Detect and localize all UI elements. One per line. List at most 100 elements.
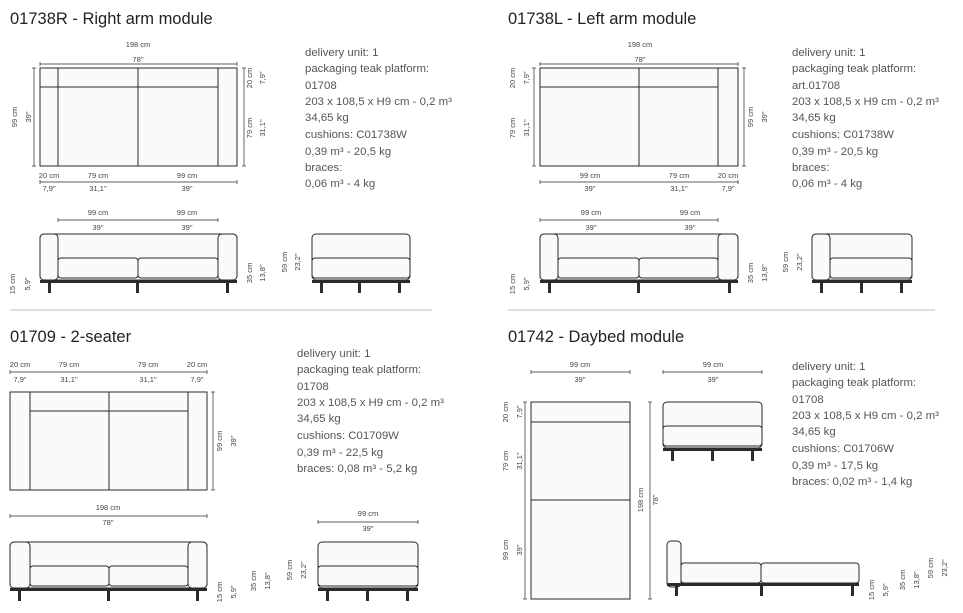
spec-line: braces: bbox=[305, 162, 342, 174]
dim-label: 13,8" bbox=[912, 571, 921, 589]
spec-line: 0,39 m³ - 20,5 kg bbox=[305, 146, 391, 158]
dim-label: 23,2" bbox=[940, 559, 949, 577]
dim-label: 198 cm bbox=[636, 488, 645, 513]
spec-line: 0,39 m³ - 22,5 kg bbox=[297, 447, 383, 459]
front-elevation bbox=[539, 233, 739, 293]
dim-label: 31,1" bbox=[258, 119, 267, 137]
dim-label: 7,9" bbox=[515, 405, 524, 418]
dim-label: 39" bbox=[24, 111, 33, 122]
dim-label: 59 cm bbox=[926, 558, 935, 578]
spec-line: 203 x 108,5 x H9 cm - 0,2 m³ bbox=[792, 96, 939, 108]
dim-label: 99 cm bbox=[703, 360, 723, 369]
dim-label: 99 cm bbox=[501, 540, 510, 560]
dim-label: 20 cm bbox=[718, 171, 738, 180]
spec-line: 0,06 m³ - 4 kg bbox=[305, 178, 375, 190]
dim-label: 99 cm bbox=[580, 171, 600, 180]
module-title: 01709 - 2-seater bbox=[10, 328, 132, 346]
dim-label: 39" bbox=[707, 375, 718, 384]
dim-label: 20 cm bbox=[39, 171, 59, 180]
dim-label: 23,2" bbox=[795, 253, 804, 271]
spec-line: 01708 bbox=[305, 80, 337, 92]
spec-line: 34,65 kg bbox=[305, 112, 349, 124]
dim-label: 198 cm bbox=[126, 40, 151, 49]
dim-label: 78" bbox=[651, 494, 660, 505]
dim-label: 5,9" bbox=[23, 277, 32, 290]
dim-label: 198 cm bbox=[628, 40, 653, 49]
dim-label: 99 cm bbox=[358, 509, 378, 518]
dim-label: 99 cm bbox=[570, 360, 590, 369]
spec-line: 01708 bbox=[792, 394, 824, 406]
spec-line: 0,39 m³ - 17,5 kg bbox=[792, 460, 878, 472]
dim-label: 99 cm bbox=[215, 431, 224, 451]
spec-line: braces: 0,02 m³ - 1,4 kg bbox=[792, 476, 912, 488]
dim-label: 5,9" bbox=[229, 585, 238, 598]
dim-label: 59 cm bbox=[781, 252, 790, 272]
dim-label: 31,1" bbox=[139, 375, 157, 384]
dim-label: 39" bbox=[684, 223, 695, 232]
dim-label: 39" bbox=[584, 184, 595, 193]
spec-line: 01708 bbox=[297, 381, 329, 393]
dim-label: 99 cm bbox=[680, 208, 700, 217]
dim-label: 99 cm bbox=[88, 208, 108, 217]
module-title: 01738L - Left arm module bbox=[508, 10, 696, 28]
dim-label: 15 cm bbox=[215, 582, 224, 602]
dim-label: 35 cm bbox=[746, 263, 755, 283]
spec-line: packaging teak platform: bbox=[792, 63, 916, 75]
spec-line: 34,65 kg bbox=[792, 426, 836, 438]
spec-line: packaging teak platform: bbox=[297, 364, 421, 376]
spec-line: delivery unit: 1 bbox=[792, 47, 865, 59]
module-title: 01738R - Right arm module bbox=[10, 10, 213, 28]
dim-label: 20 cm bbox=[508, 68, 517, 88]
dim-label: 7,9" bbox=[522, 71, 531, 84]
spec-line: 34,65 kg bbox=[297, 413, 341, 425]
spec-line: cushions: C01706W bbox=[792, 443, 894, 455]
dim-label: 31,1" bbox=[515, 452, 524, 470]
dim-label: 39" bbox=[181, 223, 192, 232]
dim-label: 79 cm bbox=[88, 171, 108, 180]
dim-label: 59 cm bbox=[285, 560, 294, 580]
dim-label: 39" bbox=[229, 435, 238, 446]
side-elevation bbox=[317, 541, 419, 601]
spec-line: 203 x 108,5 x H9 cm - 0,2 m³ bbox=[297, 397, 444, 409]
dim-label: 79 cm bbox=[245, 118, 254, 138]
dim-label: 79 cm bbox=[669, 171, 689, 180]
dim-label: 5,9" bbox=[522, 277, 531, 290]
spec-line: braces: bbox=[792, 162, 829, 174]
end-elevation bbox=[662, 401, 763, 461]
dim-label: 7,9" bbox=[721, 184, 734, 193]
spec-list: delivery unit: 1 packaging teak platform… bbox=[792, 47, 939, 190]
spec-line: delivery unit: 1 bbox=[792, 361, 865, 373]
spec-line: delivery unit: 1 bbox=[305, 47, 378, 59]
dim-label: 20 cm bbox=[187, 360, 207, 369]
dim-label: 35 cm bbox=[898, 570, 907, 590]
spec-line: 0,39 m³ - 20,5 kg bbox=[792, 146, 878, 158]
dim-label: 31,1" bbox=[522, 119, 531, 137]
dim-label: 99 cm bbox=[746, 107, 755, 127]
dim-label: 39" bbox=[585, 223, 596, 232]
dim-label: 15 cm bbox=[8, 274, 17, 294]
spec-line: cushions: C01738W bbox=[305, 129, 407, 141]
dim-label: 99 cm bbox=[581, 208, 601, 217]
module-right-arm: 01738R - Right arm module 198 cm 78" 99 … bbox=[8, 10, 452, 294]
dim-label: 78" bbox=[102, 518, 113, 527]
front-elevation bbox=[9, 541, 208, 601]
dim-label: 15 cm bbox=[867, 580, 876, 600]
dim-label: 79 cm bbox=[501, 451, 510, 471]
dim-label: 23,2" bbox=[299, 561, 308, 579]
spec-line: 203 x 108,5 x H9 cm - 0,2 m³ bbox=[305, 96, 452, 108]
dim-label: 13,8" bbox=[258, 264, 267, 282]
spec-line: packaging teak platform: bbox=[305, 63, 429, 75]
dim-label: 79 cm bbox=[59, 360, 79, 369]
side-elevation bbox=[311, 233, 411, 293]
dim-label: 35 cm bbox=[249, 571, 258, 591]
dim-label: 7,9" bbox=[190, 375, 203, 384]
spec-line: cushions: C01738W bbox=[792, 129, 894, 141]
dim-label: 35 cm bbox=[245, 263, 254, 283]
dim-label: 198 cm bbox=[96, 503, 121, 512]
module-left-arm: 01738L - Left arm module 198 cm 78" 20 c… bbox=[508, 10, 939, 294]
spec-line: packaging teak platform: bbox=[792, 377, 916, 389]
dim-label: 7,9" bbox=[258, 71, 267, 84]
dim-label: 23,2" bbox=[293, 253, 302, 271]
spec-list: delivery unit: 1 packaging teak platform… bbox=[792, 361, 939, 488]
